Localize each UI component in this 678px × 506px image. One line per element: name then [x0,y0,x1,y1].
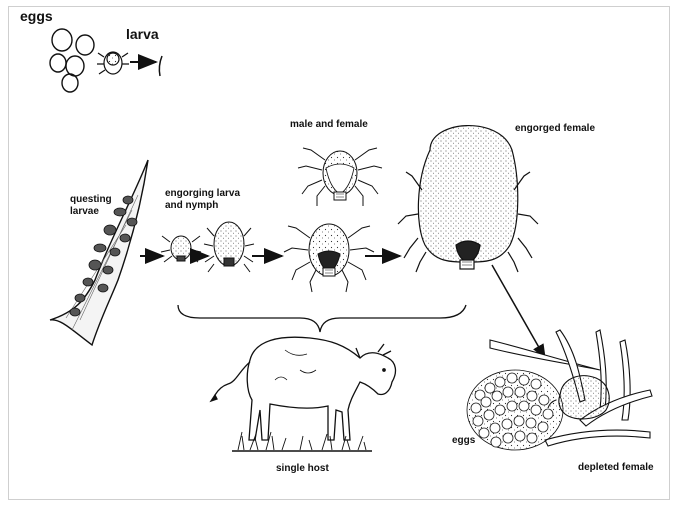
tick-female [284,224,374,292]
host-brace [178,305,466,332]
label-eggs-top: eggs [20,8,53,24]
engorged-female-tick [398,126,538,272]
larva-small [97,52,129,74]
grass-blade [50,160,148,345]
label-larvae: larvae [70,206,99,218]
label-male-female: male and female [290,119,368,131]
label-questing: questing [70,194,112,206]
cow-illustration [211,337,395,440]
egg-mass [467,370,563,450]
label-larva: larva [126,26,159,42]
larva-cutoff [159,56,162,76]
label-engorged-female: engorged female [515,123,595,135]
tick-male [298,148,382,206]
engorging-larva [161,236,201,262]
label-and-nymph: and nymph [165,200,218,212]
label-depleted-female: depleted female [578,462,654,474]
label-engorging-larva: engorging larva [165,188,240,200]
label-single-host: single host [276,463,329,475]
egg-cluster-top [50,29,94,92]
label-eggs-bottom: eggs [452,435,475,447]
engorging-nymph [204,222,254,272]
